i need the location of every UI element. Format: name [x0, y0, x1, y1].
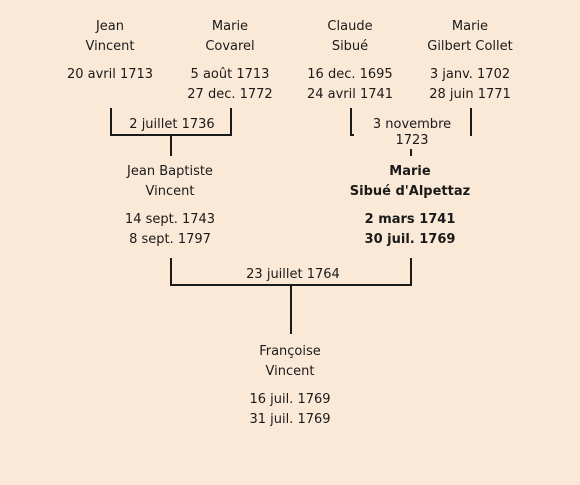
person-dates: 16 juil. 1769 31 juil. 1769: [215, 390, 365, 430]
connector-line: [170, 258, 172, 286]
person-last-name: Gilbert Collet: [427, 39, 513, 54]
marriage-date-maternal: 3 novembre 1723: [354, 117, 470, 149]
birth-date: 14 sept. 1743: [124, 212, 216, 227]
birth-date: 3 janv. 1702: [429, 67, 511, 82]
person-dates: 16 dec. 1695 24 avril 1741: [275, 65, 425, 105]
connector-line: [470, 108, 472, 136]
person-jean-vincent: Jean Vincent 20 avril 1713: [35, 17, 185, 85]
birth-date: 5 août 1713: [190, 67, 270, 82]
birth-date: 20 avril 1713: [66, 67, 154, 82]
connector-line: [230, 108, 232, 136]
marriage-date-parents: 23 juillet 1764: [231, 267, 355, 283]
death-date: 31 juil. 1769: [249, 412, 331, 427]
birth-date: 2 mars 1741: [364, 212, 456, 227]
person-marie-covarel: Marie Covarel 5 août 1713 27 dec. 1772: [155, 17, 305, 105]
connector-line: [110, 108, 112, 136]
birth-date: 16 dec. 1695: [307, 67, 393, 82]
birth-date: 16 juil. 1769: [249, 392, 331, 407]
death-date: 8 sept. 1797: [129, 232, 211, 247]
person-first-name: Françoise: [259, 344, 321, 359]
person-last-name: Vincent: [265, 364, 315, 379]
person-dates: 2 mars 1741 30 juil. 1769: [335, 210, 485, 250]
person-claude-sibue: Claude Sibué 16 dec. 1695 24 avril 1741: [275, 17, 425, 105]
person-last-name: Covarel: [205, 39, 255, 54]
connector-line: [410, 258, 412, 286]
person-francoise-vincent: Françoise Vincent 16 juil. 1769 31 juil.…: [215, 342, 365, 430]
marriage-date-paternal: 2 juillet 1736: [114, 117, 230, 133]
person-first-name: Jean Baptiste: [127, 164, 213, 179]
connector-line: [350, 108, 352, 136]
person-dates: 14 sept. 1743 8 sept. 1797: [95, 210, 245, 250]
person-first-name: Marie: [451, 19, 489, 34]
person-dates: 20 avril 1713: [35, 65, 185, 85]
person-last-name: Vincent: [85, 39, 135, 54]
death-date: 30 juil. 1769: [364, 232, 456, 247]
person-first-name: Claude: [327, 19, 373, 34]
connector-line: [170, 134, 172, 156]
person-marie-sibue-dalpettaz: Marie Sibué d'Alpettaz 2 mars 1741 30 ju…: [335, 162, 485, 250]
death-date: 28 juin 1771: [429, 87, 511, 102]
person-last-name: Vincent: [145, 184, 195, 199]
person-dates: 5 août 1713 27 dec. 1772: [155, 65, 305, 105]
death-date: 27 dec. 1772: [187, 87, 273, 102]
death-date: 24 avril 1741: [306, 87, 394, 102]
person-last-name: Sibué: [331, 39, 369, 54]
person-first-name: Marie: [389, 164, 431, 179]
person-first-name: Jean: [95, 19, 125, 34]
person-jean-baptiste-vincent: Jean Baptiste Vincent 14 sept. 1743 8 se…: [95, 162, 245, 250]
person-dates: 3 janv. 1702 28 juin 1771: [395, 65, 545, 105]
connector-line: [290, 284, 292, 334]
person-last-name: Sibué d'Alpettaz: [349, 184, 471, 199]
person-first-name: Marie: [211, 19, 249, 34]
person-marie-gilbert-collet: Marie Gilbert Collet 3 janv. 1702 28 jui…: [395, 17, 545, 105]
